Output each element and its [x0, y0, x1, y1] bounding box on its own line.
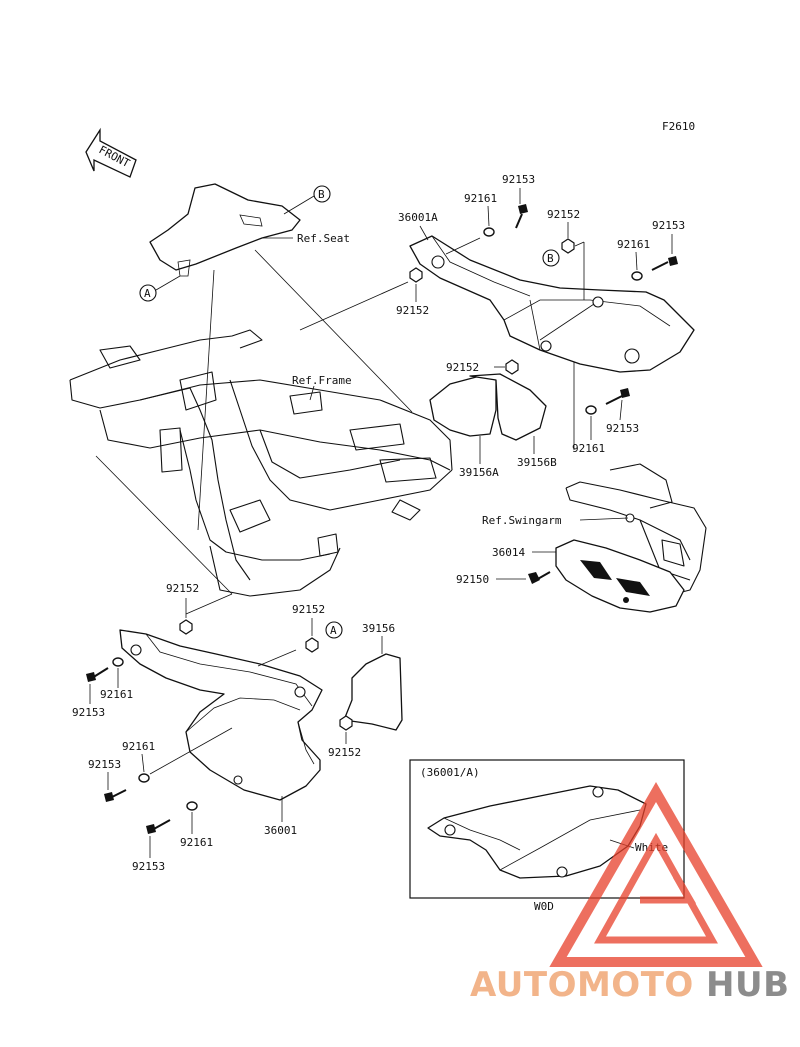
callout-a-cover-text: A [330, 624, 337, 637]
seat-part [149, 183, 301, 277]
nut-icon-5 [305, 637, 319, 653]
inset-box: (36001/A) White [409, 759, 685, 899]
label-92153-c: 92153 [606, 422, 639, 435]
nut-icon-2 [561, 238, 575, 254]
label-92161-e: 92161 [122, 740, 155, 753]
label-92152-f: 92152 [328, 746, 361, 759]
label-92152-c: 92152 [446, 361, 479, 374]
callout-a-cover: A [325, 621, 343, 639]
ref-seat-label: Ref.Seat [297, 232, 350, 245]
label-92161-f: 92161 [180, 836, 213, 849]
chain-guard-36014 [555, 539, 685, 613]
label-92153-f: 92153 [132, 860, 165, 873]
label-92161-a: 92161 [464, 192, 497, 205]
inset-code: W0D [534, 900, 554, 913]
washer-icon-4 [112, 657, 124, 667]
label-36014: 36014 [492, 546, 525, 559]
label-92161-b: 92161 [617, 238, 650, 251]
callout-b-cover: B [542, 249, 560, 267]
watermark-text-2: HUB [706, 965, 789, 1005]
callout-b-cover-text: B [547, 252, 554, 265]
label-39156a: 39156A [459, 466, 499, 479]
washer-icon-2 [631, 271, 643, 281]
label-92161-c: 92161 [572, 442, 605, 455]
label-39156b: 39156B [517, 456, 557, 469]
nut-icon-6 [339, 715, 353, 731]
label-92153-d: 92153 [72, 706, 105, 719]
nut-icon-3 [505, 359, 519, 375]
front-arrow-icon: FRONT [85, 127, 137, 178]
ref-frame-label: Ref.Frame [292, 374, 352, 387]
washer-icon-5 [138, 773, 150, 783]
washer-icon [483, 227, 495, 237]
figure-code: F2610 [662, 120, 695, 133]
label-92153-b: 92153 [652, 219, 685, 232]
bolt-icon-92150 [528, 571, 551, 584]
panel-39156b [469, 373, 547, 441]
label-92152-a: 92152 [396, 304, 429, 317]
washer-icon-3 [585, 405, 597, 415]
ref-swingarm-label: Ref.Swingarm [482, 514, 562, 527]
label-92153-a: 92153 [502, 173, 535, 186]
screw-icon-5 [104, 789, 127, 802]
label-36001: 36001 [264, 824, 297, 837]
label-36001a: 36001A [398, 211, 438, 224]
callout-b-seat: B [283, 185, 331, 215]
label-92161-d: 92161 [100, 688, 133, 701]
screw-icon-3 [605, 388, 630, 405]
callout-b-seat-text: B [318, 188, 325, 201]
inset-title: (36001/A) [420, 766, 480, 779]
callout-a-seat: A [139, 275, 181, 302]
washer-icon-6 [186, 801, 198, 811]
screw-icon-2 [651, 256, 678, 271]
watermark-logo-icon [549, 781, 763, 967]
label-92152-d: 92152 [166, 582, 199, 595]
panel-39156a [429, 375, 497, 437]
screw-icon [515, 204, 528, 229]
label-39156: 39156 [362, 622, 395, 635]
nut-icon-4 [179, 619, 193, 635]
frame-part [69, 329, 453, 597]
label-92153-e: 92153 [88, 758, 121, 771]
label-92152-e: 92152 [292, 603, 325, 616]
watermark-text-1: AUTOMOTO [470, 965, 694, 1005]
callout-a-seat-text: A [144, 287, 151, 300]
side-cover-36001 [119, 629, 323, 801]
screw-icon-4 [86, 667, 109, 682]
side-cover-36001a [409, 235, 695, 373]
screw-icon-6 [146, 819, 171, 834]
label-92152-b: 92152 [547, 208, 580, 221]
panel-39156 [343, 653, 403, 731]
nut-icon [409, 267, 423, 283]
label-92150: 92150 [456, 573, 489, 586]
